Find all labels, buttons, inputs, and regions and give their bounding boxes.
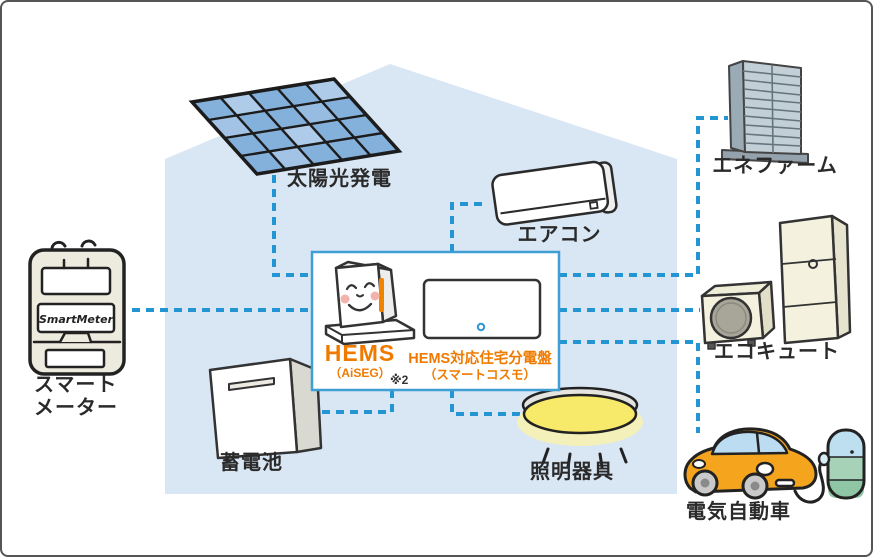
- lighting-icon: [517, 386, 643, 469]
- line-hems-to-aircon: [450, 202, 488, 252]
- aiseg-device-icon: [324, 260, 416, 346]
- connection-lines: [132, 116, 728, 433]
- smart-meter-label-line1: スマート: [34, 374, 118, 396]
- smart-meter-label: スマート メーター: [34, 374, 118, 420]
- smart-meter-icon: SmartMeter: [28, 239, 126, 376]
- distribution-board-title: HEMS対応住宅分電盤: [408, 351, 552, 367]
- ev-icon: [683, 427, 866, 504]
- hems-note: ※2: [390, 373, 409, 387]
- solar-panel-icon: [192, 79, 399, 174]
- line-hems-to-enefarm: [559, 116, 728, 277]
- hems-subtitle: （AiSEG）: [329, 366, 391, 380]
- aircon-icon: [491, 160, 618, 226]
- ecocute-icon: [700, 214, 852, 350]
- solar-label: 太陽光発電: [287, 168, 392, 190]
- battery-icon: [208, 357, 323, 460]
- line-hems-to-battery: [300, 390, 394, 414]
- enefarm-icon: [721, 60, 809, 164]
- smart-meter-label-line2: メーター: [34, 397, 118, 419]
- enefarm-label: エネファーム: [712, 155, 838, 177]
- smart-meter-device-text: SmartMeter: [39, 313, 114, 326]
- ev-car: [683, 427, 818, 500]
- ev-label: 電気自動車: [686, 501, 791, 523]
- line-hems-to-lighting: [450, 390, 520, 416]
- line-solar-to-hems: [272, 175, 312, 277]
- ev-cable: [793, 458, 825, 504]
- distribution-board-subtitle: （スマートコスモ）: [423, 368, 537, 382]
- distribution-board-icon: [422, 278, 542, 340]
- aircon-label: エアコン: [517, 224, 602, 246]
- hems-box: [310, 250, 561, 392]
- lighting-label: 照明器具: [530, 461, 614, 483]
- ev-charger: [817, 428, 866, 500]
- battery-label: 蓄電池: [220, 452, 283, 474]
- line-hems-to-ev: [559, 340, 700, 433]
- hems-title: HEMS: [324, 340, 396, 366]
- ecocute-label: エコキュート: [714, 341, 840, 363]
